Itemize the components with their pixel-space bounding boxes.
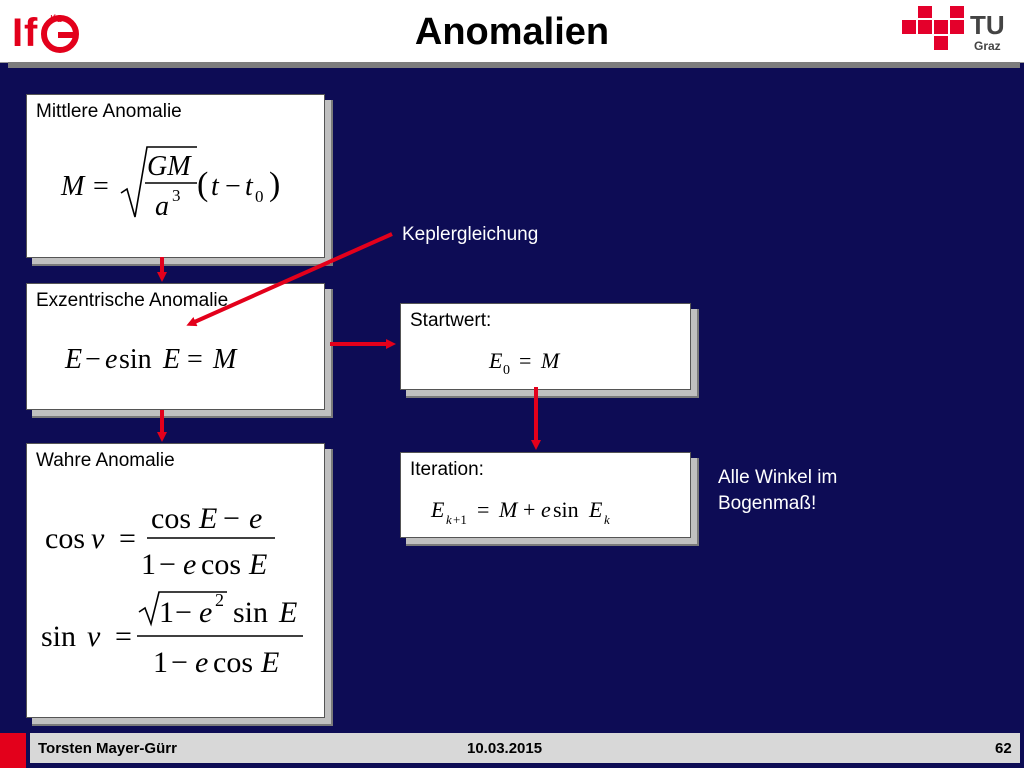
svg-text:E: E xyxy=(488,348,503,373)
box-label-mittlere: Mittlere Anomalie xyxy=(36,101,182,122)
footer-date: 10.03.2015 xyxy=(467,740,543,757)
tu-logo-text: TU xyxy=(970,10,1005,40)
svg-text:e: e xyxy=(199,596,212,629)
note-keplergleichung: Keplergleichung xyxy=(402,224,539,245)
svg-text:): ) xyxy=(269,166,280,203)
svg-text:E: E xyxy=(588,497,603,522)
svg-text:ν: ν xyxy=(87,620,101,653)
svg-text:=: = xyxy=(93,171,109,202)
svg-text:E: E xyxy=(64,344,82,375)
svg-text:M: M xyxy=(212,344,238,375)
svg-text:0: 0 xyxy=(255,187,264,206)
box-label-startwert: Startwert: xyxy=(410,310,492,331)
svg-text:E: E xyxy=(162,344,180,375)
formula-startwert: E 0 = M xyxy=(488,348,561,378)
svg-text:−: − xyxy=(85,344,101,375)
svg-text:cos: cos xyxy=(213,646,253,679)
box-mittlere-anomalie: Mittlere Anomalie M = GM a 3 ( t − t 0 ) xyxy=(26,94,325,258)
formula-cos-nu: cos ν = cos E − e 1 − e cos E xyxy=(45,502,275,581)
formula-sin-nu: sin ν = 1 − e 2 sin E 1 − e cos E xyxy=(41,590,303,679)
svg-text:−: − xyxy=(223,502,240,535)
svg-text:ν: ν xyxy=(91,522,105,555)
svg-text:=: = xyxy=(187,344,203,375)
svg-text:cos: cos xyxy=(45,522,85,555)
page-title: Anomalien xyxy=(414,11,610,53)
svg-text:I: I xyxy=(12,11,23,55)
footer-bar xyxy=(30,733,1020,763)
ifg-logo-icon: I f IfG xyxy=(12,11,79,55)
svg-text:−: − xyxy=(175,596,192,629)
footer-red-block xyxy=(0,733,26,768)
svg-text:E: E xyxy=(248,548,267,581)
box-label-wahre: Wahre Anomalie xyxy=(36,450,175,471)
svg-text:=: = xyxy=(115,620,132,653)
svg-text:1: 1 xyxy=(159,596,174,629)
svg-text:f: f xyxy=(24,11,38,55)
svg-text:e: e xyxy=(183,548,196,581)
box-iteration: Iteration: E k +1 = M + e sin E k xyxy=(400,452,691,538)
formula-mittlere-anomalie: M = GM a 3 ( t − t 0 ) xyxy=(60,146,280,222)
svg-text:−: − xyxy=(171,646,188,679)
formula-keplergleichung: E − e sin E = M xyxy=(64,344,238,375)
svg-text:+: + xyxy=(523,497,535,522)
box-label-iteration: Iteration: xyxy=(410,459,484,480)
svg-text:M: M xyxy=(60,171,86,202)
svg-text:0: 0 xyxy=(503,363,510,378)
svg-text:(: ( xyxy=(197,166,208,203)
svg-text:3: 3 xyxy=(172,186,181,205)
svg-text:e: e xyxy=(105,344,117,375)
tu-graz-logo-icon: TU Graz xyxy=(902,6,1005,53)
svg-text:1: 1 xyxy=(153,646,168,679)
svg-text:t: t xyxy=(211,171,220,202)
svg-text:1: 1 xyxy=(141,548,156,581)
svg-text:=: = xyxy=(519,348,531,373)
svg-text:e: e xyxy=(541,497,551,522)
box-label-exzentrische: Exzentrische Anomalie xyxy=(36,290,229,311)
svg-text:M: M xyxy=(498,497,519,522)
ifg-logo-text: IfG xyxy=(50,14,64,25)
svg-text:e: e xyxy=(249,502,262,535)
svg-text:=: = xyxy=(477,497,489,522)
formula-iteration: E k +1 = M + e sin E k xyxy=(430,497,610,527)
svg-text:sin: sin xyxy=(233,596,268,629)
svg-text:k: k xyxy=(446,512,452,527)
svg-text:E: E xyxy=(430,497,445,522)
svg-text:−: − xyxy=(225,171,241,202)
box-startwert: Startwert: E 0 = M xyxy=(400,303,691,390)
svg-text:=: = xyxy=(119,522,136,555)
svg-text:GM: GM xyxy=(147,151,192,182)
arrow-keplergleichung-pointer xyxy=(186,232,393,327)
svg-text:sin: sin xyxy=(553,497,579,522)
svg-text:sin: sin xyxy=(41,620,76,653)
box-wahre-anomalie: Wahre Anomalie cos ν = cos E − e 1 − e c… xyxy=(26,443,325,718)
header-shadow xyxy=(8,62,1020,68)
svg-text:sin: sin xyxy=(119,344,152,375)
svg-text:t: t xyxy=(245,171,254,202)
footer-page-number: 62 xyxy=(995,740,1012,757)
svg-text:a: a xyxy=(155,191,169,222)
svg-text:+1: +1 xyxy=(453,512,467,527)
svg-text:cos: cos xyxy=(151,502,191,535)
svg-text:cos: cos xyxy=(201,548,241,581)
svg-text:E: E xyxy=(278,596,297,629)
svg-text:2: 2 xyxy=(215,590,224,610)
svg-text:M: M xyxy=(540,348,561,373)
tu-logo-subtext: Graz xyxy=(974,39,1001,53)
svg-text:E: E xyxy=(198,502,217,535)
note-winkel-line1: Alle Winkel im xyxy=(718,467,838,488)
svg-text:−: − xyxy=(159,548,176,581)
footer-author: Torsten Mayer-Gürr xyxy=(38,740,177,757)
box-exzentrische-anomalie: Exzentrische Anomalie E − e sin E = M xyxy=(26,283,325,410)
note-winkel-line2: Bogenmaß! xyxy=(718,493,817,514)
svg-text:k: k xyxy=(604,512,610,527)
svg-text:E: E xyxy=(260,646,279,679)
svg-text:e: e xyxy=(195,646,208,679)
